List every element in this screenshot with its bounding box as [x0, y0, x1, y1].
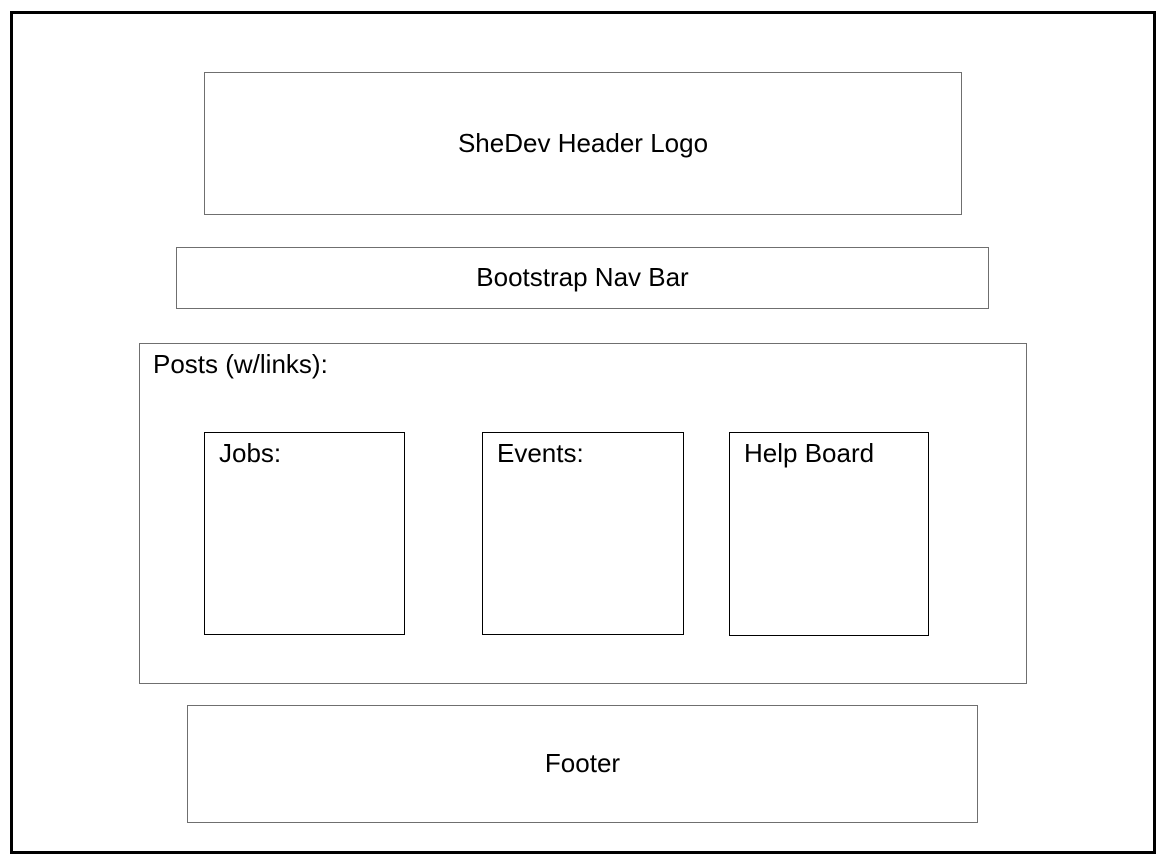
help-board-panel: Help Board — [729, 432, 929, 636]
footer-box: Footer — [187, 705, 978, 823]
jobs-label: Jobs: — [219, 438, 282, 468]
help-board-label: Help Board — [744, 438, 875, 468]
jobs-panel: Jobs: — [204, 432, 405, 635]
navbar-box: Bootstrap Nav Bar — [176, 247, 989, 309]
posts-label: Posts (w/links): — [153, 349, 328, 379]
events-panel: Events: — [482, 432, 684, 635]
events-label: Events: — [497, 438, 584, 468]
header-logo-box: SheDev Header Logo — [204, 72, 962, 215]
header-logo-label: SheDev Header Logo — [457, 127, 709, 158]
navbar-label: Bootstrap Nav Bar — [476, 262, 689, 293]
footer-label: Footer — [544, 748, 621, 779]
page-outer-frame — [10, 11, 1156, 854]
